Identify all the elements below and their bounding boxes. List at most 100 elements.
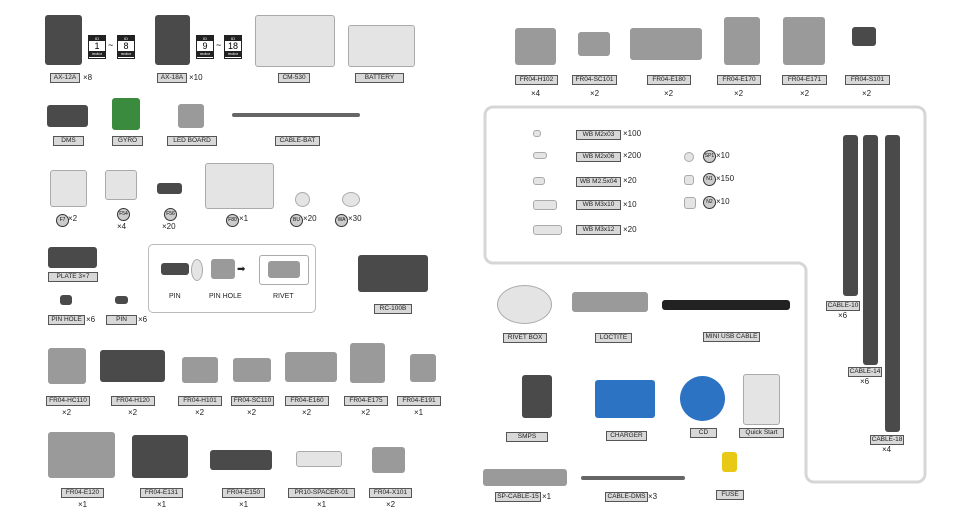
h120-quantity: ×2 — [128, 408, 138, 417]
pin-hole-caption: PIN HOLE — [209, 293, 242, 300]
e120-image — [48, 432, 115, 478]
e171-quantity: ×2 — [800, 89, 810, 98]
cable14-quantity: ×6 — [860, 377, 870, 386]
cable18-quantity: ×4 — [882, 445, 892, 454]
sp1-image — [684, 152, 694, 162]
smps-image — [522, 375, 552, 418]
cablebat-label: CABLE-BAT — [275, 136, 320, 146]
smps-label: SMPS — [506, 432, 548, 442]
ledboard-label: LED BOARD — [167, 136, 217, 146]
rivetbox-label: RIVET BOX — [503, 333, 547, 343]
e160-quantity: ×2 — [302, 408, 312, 417]
h102-label: FR04-H102 — [515, 75, 558, 85]
m2x03-quantity: ×100 — [623, 129, 642, 138]
spcable-label: SP-CABLE-15 — [495, 492, 541, 502]
f7-image — [50, 170, 87, 207]
hc110-quantity: ×2 — [62, 408, 72, 417]
e180-quantity: ×2 — [664, 89, 674, 98]
m2x03-image — [533, 130, 541, 137]
id-label: ID — [197, 36, 213, 41]
e191-quantity: ×1 — [414, 408, 424, 417]
f80-code-badge: F80 — [226, 214, 239, 227]
wa-code-badge: WA — [335, 214, 348, 227]
cd-image — [680, 376, 725, 421]
range-separator: ~ — [108, 40, 114, 50]
h120-image — [100, 350, 165, 382]
loctite-image — [572, 292, 648, 312]
e120-quantity: ×1 — [78, 500, 88, 509]
dms-image — [47, 105, 88, 127]
pin-hole-image — [211, 259, 235, 279]
h102-image — [515, 28, 556, 65]
f54-quantity: ×4 — [117, 222, 127, 231]
rivetbox-image — [497, 285, 552, 324]
sp1-quantity: ×10 — [716, 151, 730, 160]
cm530-label: CM-530 — [278, 73, 310, 83]
pin-caption: PIN — [169, 293, 181, 300]
m25x04-label: WB M2.5x04 — [576, 177, 621, 187]
cabledms-image — [581, 476, 685, 480]
n1-image — [684, 175, 694, 185]
cablebat-image — [232, 113, 360, 117]
wa-quantity: ×30 — [348, 214, 362, 223]
cd-label: CD — [690, 428, 717, 438]
hc110-image — [48, 348, 86, 384]
battery-label: BATTERY — [355, 73, 404, 83]
e171-image — [783, 17, 825, 65]
gyro-image — [112, 98, 140, 130]
ax18a-image — [155, 15, 190, 65]
cable14-image — [863, 135, 878, 365]
range-separator: ~ — [216, 40, 222, 50]
bu-code-badge: BU — [290, 214, 303, 227]
f7-quantity: ×2 — [68, 214, 78, 223]
e150-image — [210, 450, 272, 470]
rivet-assembly-diagram: ➡ PIN PIN HOLE RIVET — [148, 244, 316, 313]
h102-quantity: ×4 — [531, 89, 541, 98]
m3x10-quantity: ×10 — [623, 200, 637, 209]
sc101-label: FR04-SC101 — [572, 75, 617, 85]
motor-label: motor — [225, 51, 241, 57]
rc100b-image — [358, 255, 428, 292]
motor-label: motor — [118, 51, 134, 57]
ax18a-label: AX-18A — [157, 73, 187, 83]
fuse-label: FUSE — [716, 490, 744, 500]
m25x04-image — [533, 177, 545, 185]
h101-label: FR04-H101 — [178, 396, 222, 406]
bu-quantity: ×20 — [303, 214, 317, 223]
wa-image — [342, 192, 360, 207]
id-number: 9 — [202, 41, 208, 51]
e180-label: FR04-E180 — [647, 75, 691, 85]
usb-image — [662, 300, 790, 310]
cabledms-label: CABLE-DMS — [605, 492, 648, 502]
m3x10-image — [533, 200, 557, 210]
m3x12-label: WB M3x12 — [576, 225, 621, 235]
bu-image — [295, 192, 310, 207]
e131-image — [132, 435, 188, 478]
rivet-image — [259, 255, 309, 285]
pinhole-quantity: ×6 — [86, 315, 96, 324]
f54-image — [105, 170, 137, 200]
rc100b-label: RC-100B — [374, 304, 412, 314]
f7-code-badge: F7 — [56, 214, 69, 227]
m2x03-label: WB M2x03 — [576, 130, 621, 140]
n2-image — [684, 197, 696, 209]
id-number: 8 — [123, 41, 129, 51]
pin-quantity: ×6 — [138, 315, 148, 324]
cable10-image — [843, 135, 858, 296]
washer-image — [191, 259, 203, 281]
spcable-image — [483, 469, 567, 486]
f54-code-badge: F54 — [117, 208, 130, 221]
cm530-image — [255, 15, 335, 67]
s101-quantity: ×2 — [862, 89, 872, 98]
e175-label: FR04-E175 — [344, 396, 388, 406]
e160-image — [285, 352, 337, 382]
f80-quantity: ×1 — [239, 214, 249, 223]
pin-label: PIN — [106, 315, 137, 325]
hc110-label: FR04-HC110 — [46, 396, 90, 406]
gyro-label: GYRO — [112, 136, 143, 146]
cabledms-quantity: ×3 — [648, 492, 658, 501]
e171-label: FR04-E171 — [782, 75, 827, 85]
